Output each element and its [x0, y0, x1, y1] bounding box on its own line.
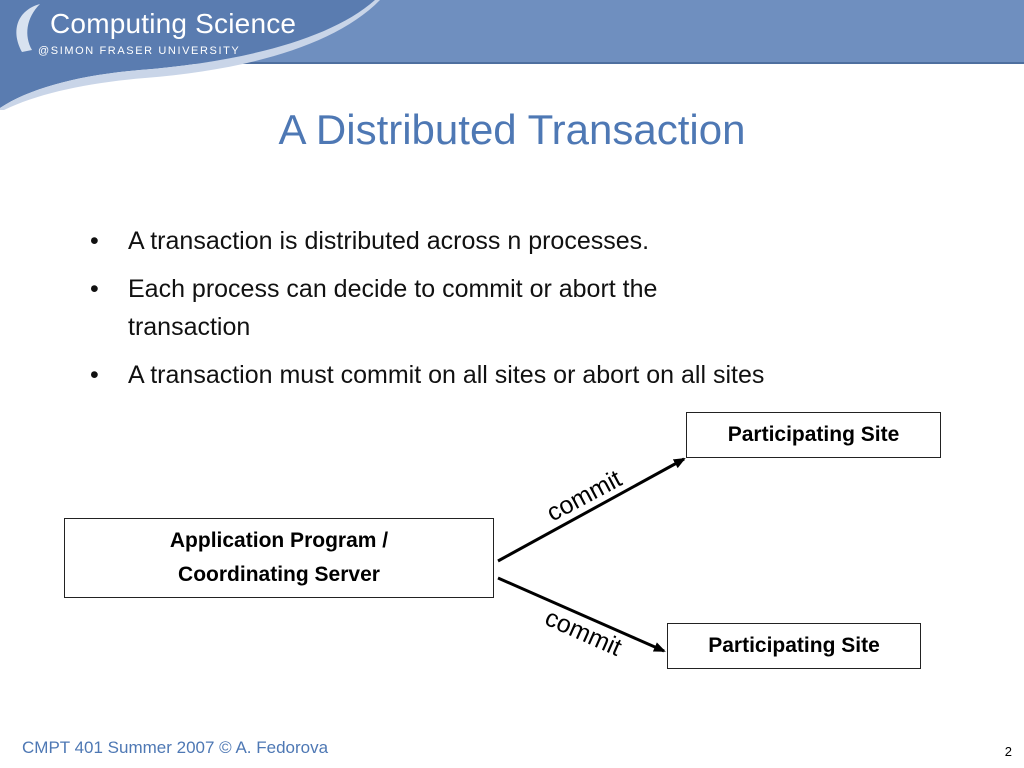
- arrow-to-top-site: [497, 457, 686, 563]
- bullet-dot: •: [90, 361, 99, 389]
- bullet-text: A transaction is distributed across n pr…: [128, 227, 650, 255]
- participating-site-top-label: Participating Site: [727, 423, 900, 446]
- coordinator-label-line1: Application Program /: [169, 529, 389, 552]
- bullet-list: • A transaction is distributed across n …: [90, 222, 970, 404]
- bullet-text: Each process can decide to commit or abo…: [128, 275, 658, 303]
- logo-subtitle: @SIMON FRASER UNIVERSITY: [38, 45, 241, 57]
- bullet-item: • A transaction is distributed across n …: [90, 222, 970, 260]
- slide-title: A Distributed Transaction: [278, 106, 746, 153]
- header-logo-swoosh: [0, 0, 380, 110]
- arrow-to-bottom-site: [497, 576, 666, 653]
- page-number: 2: [1004, 744, 1012, 759]
- coordinator-box: Application Program / Coordinating Serve…: [64, 518, 494, 598]
- footer-course: CMPT 401 Summer 2007 © A. Fedorova: [22, 738, 329, 757]
- bullet-dot: •: [90, 275, 99, 303]
- edge-label-commit-bottom: commit: [541, 604, 626, 662]
- bullet-text-continued: transaction: [128, 313, 251, 341]
- bullet-item: • Each process can decide to commit or a…: [90, 270, 970, 346]
- coordinator-label-line2: Coordinating Server: [178, 563, 380, 586]
- participating-site-bottom-label: Participating Site: [708, 634, 880, 657]
- bullet-text: A transaction must commit on all sites o…: [128, 361, 765, 389]
- participating-site-top: Participating Site: [686, 412, 941, 458]
- edge-label-commit-top: commit: [542, 465, 626, 528]
- bullet-dot: •: [90, 227, 99, 255]
- logo-title: Computing Science: [50, 8, 297, 39]
- bullet-item: • A transaction must commit on all sites…: [90, 356, 970, 394]
- participating-site-bottom: Participating Site: [667, 623, 921, 669]
